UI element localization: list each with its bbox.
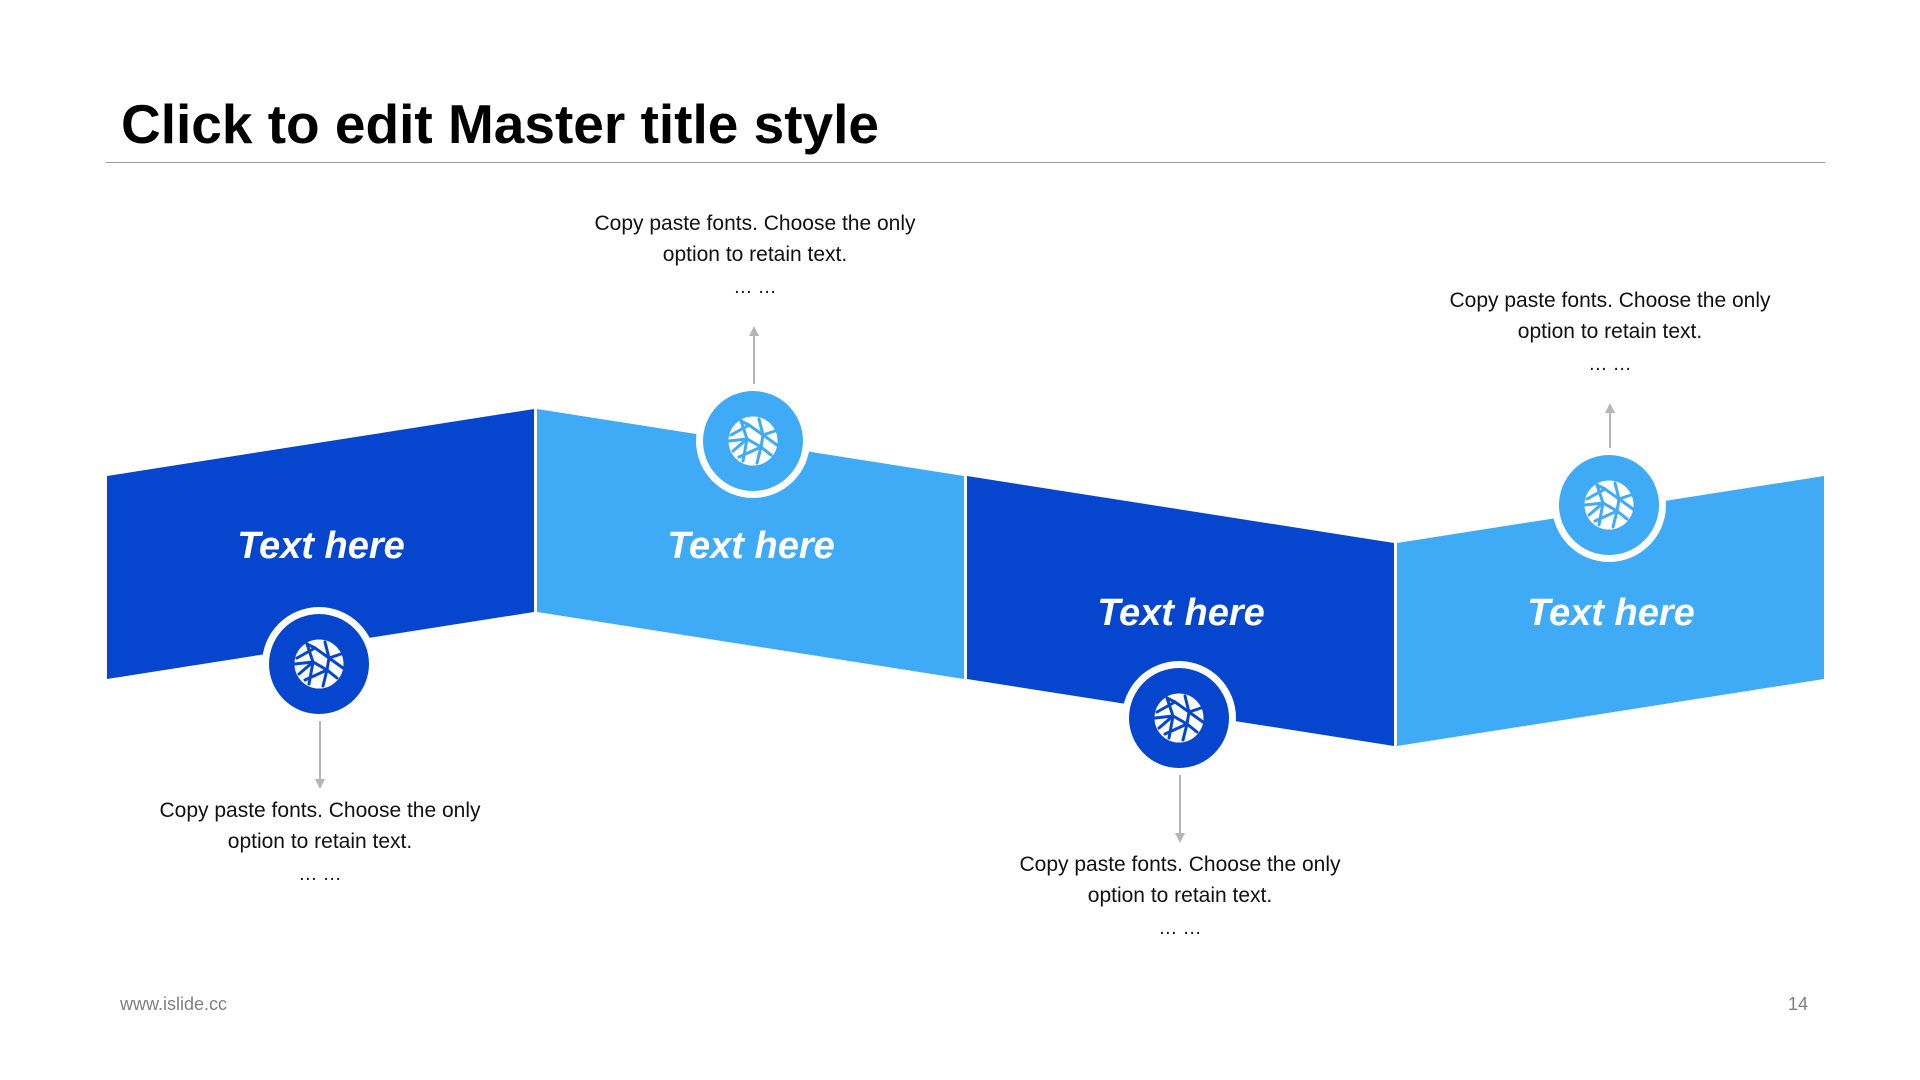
icon-badge-2 bbox=[696, 384, 810, 498]
description-line: option to retain text. bbox=[1517, 320, 1703, 343]
band-2-label: Text here bbox=[667, 525, 835, 567]
description-line: option to retain text. bbox=[662, 243, 848, 266]
footer-url[interactable]: www.islide.cc bbox=[120, 994, 228, 1014]
network-globe-icon bbox=[1152, 691, 1206, 745]
band-2 bbox=[537, 409, 964, 679]
network-globe-icon bbox=[726, 414, 780, 468]
description-ellipsis: … … bbox=[733, 277, 777, 298]
description-line: option to retain text. bbox=[227, 830, 413, 853]
step-1-description: Copy paste fonts. Choose the only option… bbox=[110, 795, 530, 892]
title-divider bbox=[106, 162, 1825, 163]
icon-badge-3 bbox=[1122, 661, 1236, 775]
band-4-label: Text here bbox=[1527, 592, 1695, 634]
description-line: Copy paste fonts. Choose the only bbox=[1449, 289, 1771, 312]
network-globe-icon bbox=[292, 637, 346, 691]
step-2-description: Copy paste fonts. Choose the only option… bbox=[545, 208, 965, 305]
band-3 bbox=[967, 476, 1394, 746]
description-line: Copy paste fonts. Choose the only bbox=[1019, 853, 1341, 876]
description-line: Copy paste fonts. Choose the only bbox=[159, 799, 481, 822]
icon-badge-4 bbox=[1552, 448, 1666, 562]
band-4 bbox=[1397, 476, 1824, 746]
band-1 bbox=[107, 409, 534, 679]
description-line: option to retain text. bbox=[1087, 884, 1273, 907]
network-globe-icon bbox=[1582, 478, 1636, 532]
slide-title: Click to edit Master title style bbox=[121, 93, 879, 155]
description-ellipsis: … … bbox=[1158, 918, 1202, 939]
description-ellipsis: … … bbox=[298, 864, 342, 885]
step-4-description: Copy paste fonts. Choose the only option… bbox=[1400, 285, 1820, 382]
band-3-label: Text here bbox=[1097, 592, 1265, 634]
description-ellipsis: … … bbox=[1588, 354, 1632, 375]
band-1-label: Text here bbox=[237, 525, 405, 567]
step-3-description: Copy paste fonts. Choose the only option… bbox=[970, 849, 1390, 946]
icon-badge-1 bbox=[262, 607, 376, 721]
description-line: Copy paste fonts. Choose the only bbox=[594, 212, 916, 235]
page-number: 14 bbox=[1788, 994, 1809, 1014]
